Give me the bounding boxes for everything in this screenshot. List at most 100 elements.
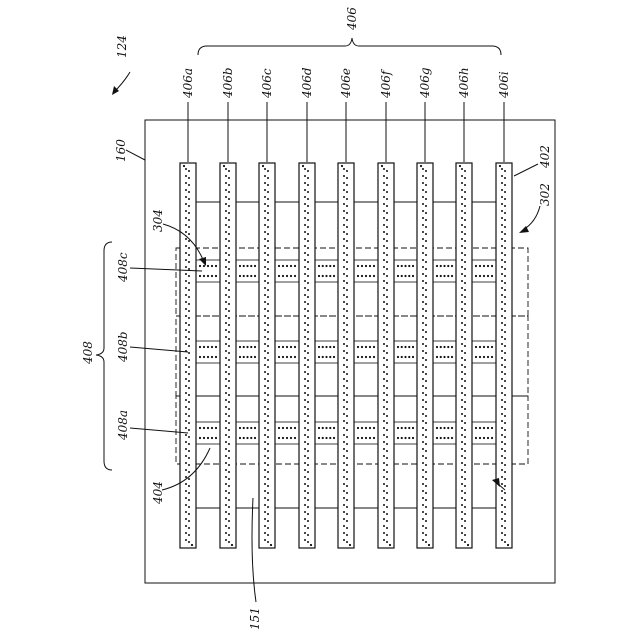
strip-body xyxy=(456,163,472,548)
strip-dot xyxy=(386,513,388,515)
strip-dot xyxy=(386,422,388,424)
strip-body xyxy=(338,163,354,548)
strip-dot xyxy=(425,219,427,221)
strip-dot xyxy=(267,366,269,368)
strip-dot xyxy=(501,399,503,401)
strip-dot xyxy=(501,210,503,212)
strip-dot xyxy=(185,434,187,436)
pad-dot xyxy=(250,346,252,348)
pad-dot xyxy=(211,427,213,429)
strip-dot xyxy=(346,226,348,228)
strip-dot xyxy=(461,427,463,429)
strip-dot xyxy=(425,429,427,431)
pad-dot xyxy=(246,346,248,348)
strip-dot xyxy=(264,504,266,506)
pad-dot xyxy=(361,265,363,267)
strip-dot xyxy=(383,203,385,205)
pad-dot xyxy=(397,346,399,348)
strip-dot xyxy=(228,464,230,466)
strip-dot xyxy=(264,231,266,233)
strip-dot xyxy=(386,205,388,207)
strip-dot xyxy=(501,231,503,233)
strip-dot xyxy=(225,273,227,275)
strip-dot xyxy=(386,184,388,186)
strip-dot xyxy=(425,317,427,319)
pad-dot xyxy=(479,427,481,429)
strip-dot xyxy=(425,303,427,305)
electrode-strip xyxy=(496,163,512,548)
strip-dot xyxy=(425,282,427,284)
pad-label-304: 304 xyxy=(151,209,165,232)
strip-dot xyxy=(185,532,187,534)
strip-dot xyxy=(461,357,463,359)
pad-dot xyxy=(325,275,327,277)
strip-dot xyxy=(464,282,466,284)
strip-dot xyxy=(228,289,230,291)
pad-dot xyxy=(250,427,252,429)
strip-dot xyxy=(228,212,230,214)
pad-dot xyxy=(329,437,331,439)
strip-dot xyxy=(383,504,385,506)
strip-dot xyxy=(307,401,309,403)
strip-dot xyxy=(185,308,187,310)
strip-dot xyxy=(422,322,424,324)
strip-dot xyxy=(264,168,266,170)
strip-dot xyxy=(188,373,190,375)
pad-dot xyxy=(203,275,205,277)
strip-dot xyxy=(504,415,506,417)
strip-dot xyxy=(225,259,227,261)
strip-dot xyxy=(307,191,309,193)
strip-dot xyxy=(383,350,385,352)
pad-dot xyxy=(254,346,256,348)
strip-dot xyxy=(304,378,306,380)
strip-dot xyxy=(307,352,309,354)
strip-dot xyxy=(461,238,463,240)
pad-dot xyxy=(322,356,324,358)
strip-dot xyxy=(504,408,506,410)
strip-dot xyxy=(343,217,345,219)
strip-dot xyxy=(185,385,187,387)
strip-dot xyxy=(185,280,187,282)
strip-dot xyxy=(304,322,306,324)
pad-dot xyxy=(333,265,335,267)
pad-dot xyxy=(254,275,256,277)
strip-dot xyxy=(425,408,427,410)
strip-dot xyxy=(422,385,424,387)
strip-dot xyxy=(383,273,385,275)
strip-dot xyxy=(304,357,306,359)
strip-dot xyxy=(304,203,306,205)
pad-dot xyxy=(357,437,359,439)
strip-dot xyxy=(343,497,345,499)
strip-dot xyxy=(346,485,348,487)
strip-dot xyxy=(307,338,309,340)
strip-dot xyxy=(383,392,385,394)
strip-dot xyxy=(343,350,345,352)
strip-dot xyxy=(267,492,269,494)
pad-dot xyxy=(246,265,248,267)
strip-dot xyxy=(383,280,385,282)
strip-dot xyxy=(383,427,385,429)
strip-dot xyxy=(386,268,388,270)
strip-dot xyxy=(185,217,187,219)
strip-dot xyxy=(228,520,230,522)
strip-dot xyxy=(264,224,266,226)
pad-dot xyxy=(215,265,217,267)
pad-dot xyxy=(365,437,367,439)
strip-dot xyxy=(464,240,466,242)
strip-dot xyxy=(307,478,309,480)
strip-dot xyxy=(267,310,269,312)
strip-dot xyxy=(264,343,266,345)
strip-dot xyxy=(343,399,345,401)
strip-dot xyxy=(461,336,463,338)
strip-dot xyxy=(307,520,309,522)
strip-dot xyxy=(267,289,269,291)
strip-dot xyxy=(228,478,230,480)
strip-dot xyxy=(386,226,388,228)
strip-dot xyxy=(504,205,506,207)
strip-dot xyxy=(267,443,269,445)
strip-dot xyxy=(343,455,345,457)
strip-dot xyxy=(461,455,463,457)
pad-dot xyxy=(412,275,414,277)
strip-dot xyxy=(422,329,424,331)
strip-dot xyxy=(267,233,269,235)
